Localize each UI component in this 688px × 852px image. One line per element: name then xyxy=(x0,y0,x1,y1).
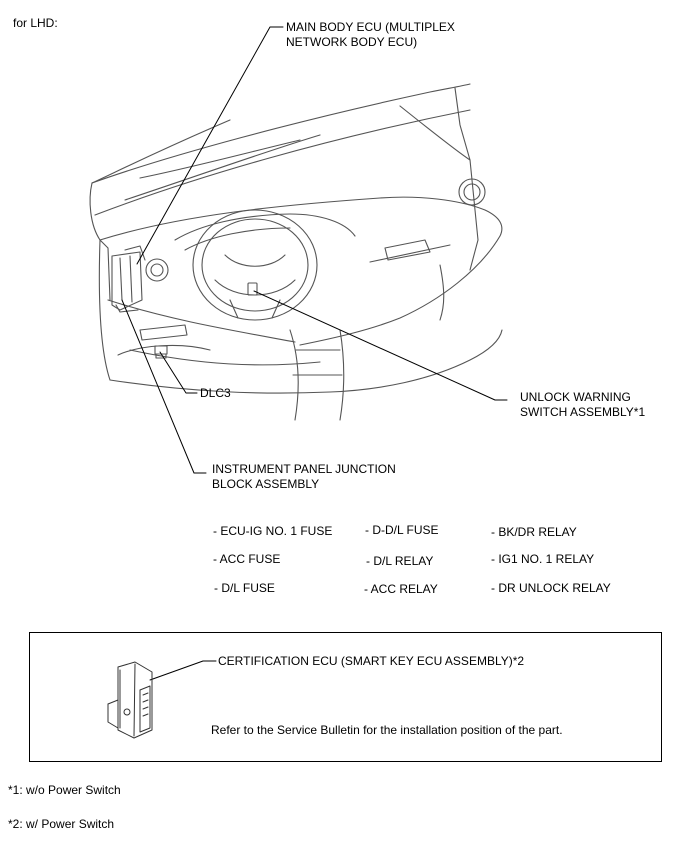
certification-ecu-label: CERTIFICATION ECU (SMART KEY ECU ASSEMBL… xyxy=(218,654,525,668)
installation-note: Refer to the Service Bulletin for the in… xyxy=(211,723,563,737)
junction-item: - D-D/L FUSE xyxy=(365,523,439,537)
junction-item: - IG1 NO. 1 RELAY xyxy=(491,552,595,566)
junction-item: - BK/DR RELAY xyxy=(491,525,577,539)
footnote-2: *2: w/ Power Switch xyxy=(8,817,115,831)
junction-item: - D/L RELAY xyxy=(366,554,434,568)
page-heading: for LHD: xyxy=(13,16,58,30)
footnote-1: *1: w/o Power Switch xyxy=(8,783,121,797)
callout-junction-block: INSTRUMENT PANEL JUNCTION BLOCK ASSEMBLY xyxy=(212,462,396,491)
junction-item: - ACC FUSE xyxy=(213,552,281,566)
callout-unlock-warning-switch: UNLOCK WARNING SWITCH ASSEMBLY*1 xyxy=(520,390,646,419)
callout-dlc3: DLC3 xyxy=(200,386,231,400)
callout-main-body-ecu: MAIN BODY ECU (MULTIPLEX NETWORK BODY EC… xyxy=(286,20,455,49)
junction-item: - ECU-IG NO. 1 FUSE xyxy=(213,524,333,538)
junction-item: - ACC RELAY xyxy=(364,582,438,596)
junction-item: - D/L FUSE xyxy=(214,581,275,595)
certification-ecu-note-box xyxy=(29,632,662,762)
junction-item: - DR UNLOCK RELAY xyxy=(491,581,611,595)
